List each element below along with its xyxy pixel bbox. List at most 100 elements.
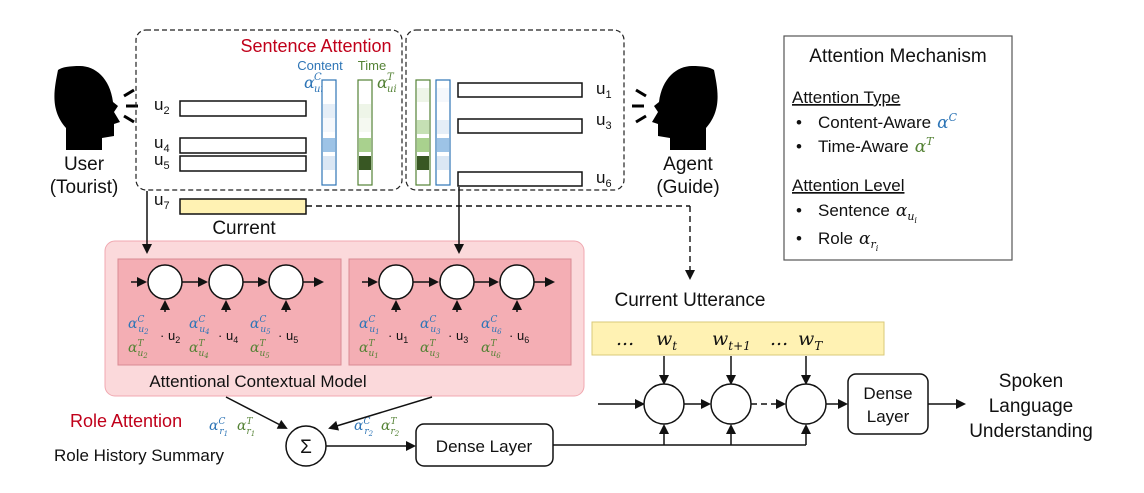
agent-rnn-cell-1 (378, 264, 414, 300)
legend-title: Attention Mechanism (809, 46, 986, 67)
svg-text:•: • (796, 113, 802, 132)
slu-rnn-cell-3 (785, 383, 827, 425)
legend-level-heading: Attention Level (792, 176, 904, 195)
agent-utterance-u1: u1 (457, 79, 612, 101)
legend-box: Attention Mechanism Attention Type • Con… (783, 35, 1013, 261)
agent-utterance-u6: u6 (457, 168, 612, 190)
svg-text:•: • (796, 229, 802, 248)
output-line2: Language (989, 396, 1074, 417)
current-utterance-tokens-box (591, 321, 885, 356)
svg-text:•: • (796, 201, 802, 220)
user-rnn-cell-3 (268, 264, 304, 300)
user-utterance-u4: u4 (154, 133, 307, 155)
svg-text:u1: u1 (596, 79, 612, 101)
user-rnn-cell-1 (147, 264, 183, 300)
svg-text:u2: u2 (154, 95, 170, 117)
agent-label: Agent (663, 154, 713, 175)
svg-text:α: α (304, 73, 315, 92)
svg-text:...: ... (616, 328, 634, 350)
agent-head-icon (632, 66, 718, 150)
time-label: Time (358, 58, 386, 73)
svg-text:u3: u3 (596, 110, 612, 132)
svg-text:· u4: · u4 (218, 328, 238, 345)
current-label: Current (212, 218, 276, 239)
user-utterance-u2: u2 (154, 95, 307, 117)
svg-text:· u5: · u5 (278, 328, 298, 345)
svg-text:· u3: · u3 (448, 328, 468, 345)
svg-text:u4: u4 (154, 133, 170, 155)
svg-text:C: C (314, 72, 322, 83)
current-utterance-tokens: ... wt wt+1 ... wT (616, 328, 823, 353)
user-rnn-chain (131, 264, 324, 312)
agent-sublabel: (Guide) (656, 177, 719, 198)
sentence-attention-title: Sentence Attention (240, 36, 391, 56)
agent-content-attention-column (435, 79, 451, 186)
dense-layer-2-line1: Dense (863, 384, 912, 403)
user-label: User (64, 154, 105, 175)
agent-rnn-cell-3 (499, 264, 535, 300)
svg-text:wT: wT (798, 328, 823, 353)
output-line1: Spoken (999, 371, 1063, 392)
slu-rnn-chain (598, 383, 848, 425)
svg-text:T: T (387, 72, 395, 83)
time-attention-symbol: α T ui (377, 72, 397, 95)
content-attention-symbol: α C ui (304, 72, 324, 95)
svg-text:wt: wt (656, 328, 677, 353)
slu-rnn-cell-2 (710, 383, 752, 425)
agent-history-box (405, 29, 625, 191)
user-history-box (135, 29, 403, 191)
svg-text:· u1: · u1 (388, 328, 408, 345)
agent-time-attention-column (415, 79, 431, 186)
slu-rnn-cell-1 (643, 383, 685, 425)
svg-text:u6: u6 (596, 168, 612, 190)
user-sublabel: (Tourist) (50, 177, 119, 198)
contextual-model-label: Attentional Contextual Model (149, 372, 366, 391)
output-line3: Understanding (969, 421, 1093, 442)
sum-symbol: Σ (300, 437, 312, 458)
svg-text:...: ... (770, 328, 788, 350)
current-utterance-bar: u7 Current (154, 190, 307, 239)
dense-layer-2-line2: Layer (867, 407, 910, 426)
agent-to-sum-arrow (328, 396, 433, 431)
svg-text:u5: u5 (154, 150, 170, 172)
user-time-attention-column (357, 79, 373, 186)
content-label: Content (297, 58, 343, 73)
role-attention-title: Role Attention (70, 411, 182, 431)
role-history-summary-label: Role History Summary (54, 446, 225, 465)
agent-utterance-u3: u3 (457, 110, 612, 134)
svg-text:•: • (796, 137, 802, 156)
svg-text:ui: ui (387, 84, 397, 95)
legend-type-heading: Attention Type (792, 88, 900, 107)
current-utterance-title: Current Utterance (614, 290, 765, 311)
svg-text:· u6: · u6 (509, 328, 529, 345)
user-head-icon (54, 66, 138, 150)
svg-text:wt+1: wt+1 (712, 328, 751, 353)
